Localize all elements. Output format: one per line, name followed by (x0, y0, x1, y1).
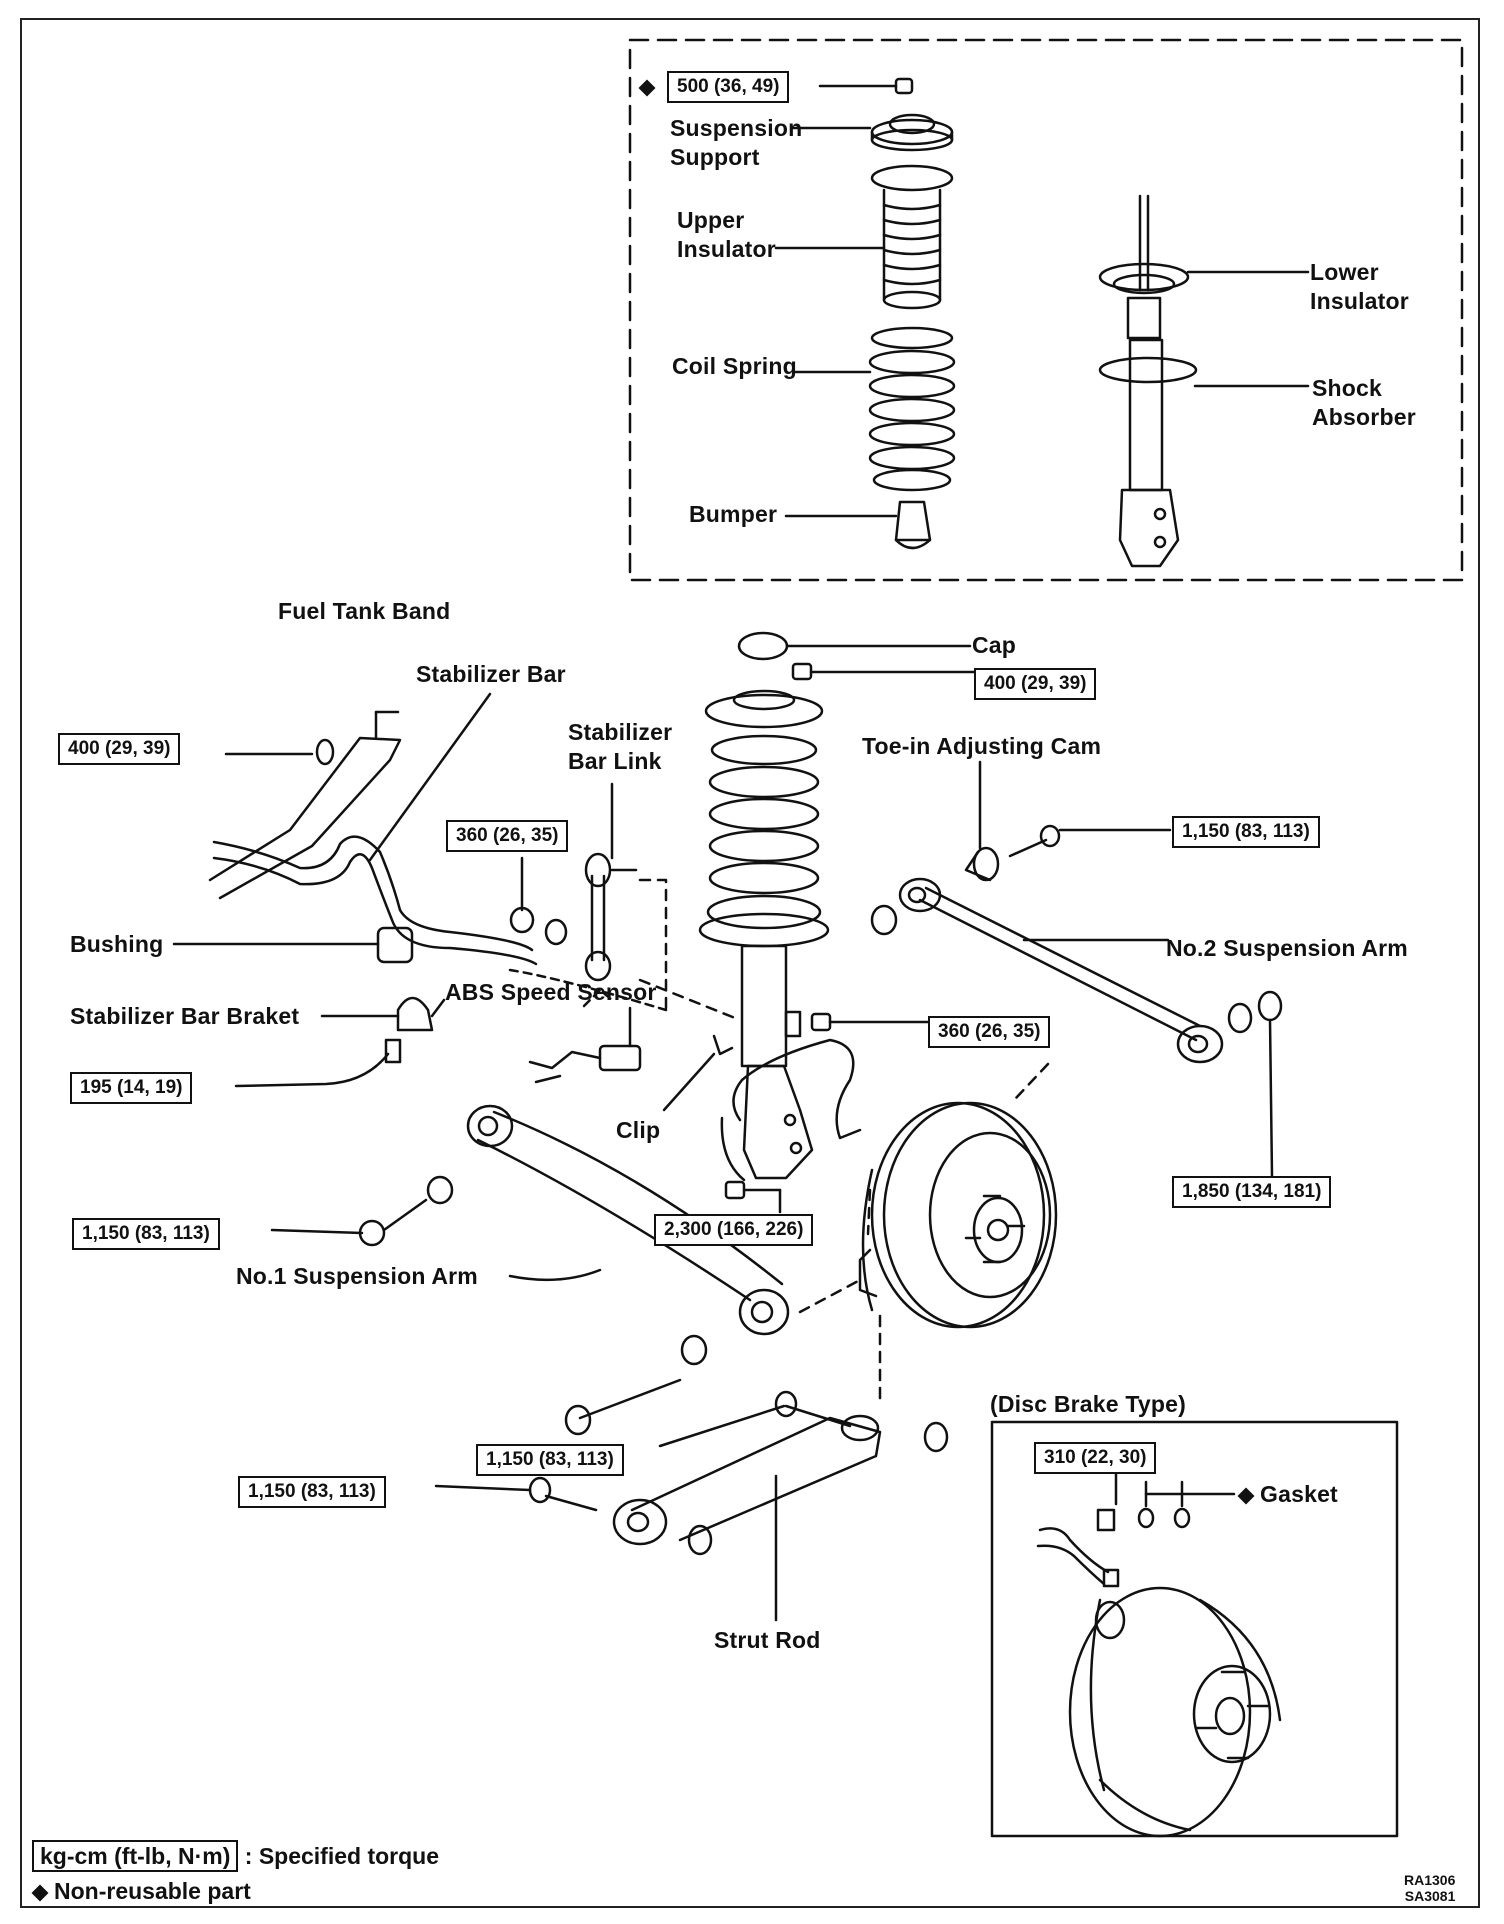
abs-sensor-part (508, 968, 668, 1084)
coil-spring-part (792, 326, 956, 492)
label-fuel-tank-band: Fuel Tank Band (278, 598, 451, 624)
label-bushing: Bushing (70, 931, 164, 957)
label-no2-suspension-arm: No.2 Suspension Arm (1166, 935, 1408, 961)
inset-top-border (628, 38, 1464, 582)
torque-no1-arm: 1,150 (83, 113) (72, 1218, 220, 1250)
torque-fuel-tank-band: 400 (29, 39) (58, 733, 181, 765)
label-shock-absorber: Shock Absorber (1312, 375, 1416, 430)
label-gasket: Gasket (1237, 1480, 1338, 1508)
label-abs-speed-sensor: ABS Speed Sensor (445, 979, 657, 1005)
lower-nut-part (724, 1180, 782, 1214)
strut-assembly-part (698, 689, 830, 1180)
label-stabilizer-bar: Stabilizer Bar (416, 661, 566, 687)
label-strut-rod: Strut Rod (714, 1627, 821, 1653)
label-toe-in-adjusting-cam: Toe-in Adjusting Cam (862, 733, 1102, 759)
bushing-part (172, 926, 414, 964)
no1-arm-part (270, 1104, 790, 1336)
torque-toe-cam: 1,150 (83, 113) (1172, 816, 1320, 848)
legend-unit-desc: : Specified torque (244, 1843, 440, 1869)
shock-absorber-part (1098, 194, 1310, 568)
bumper-part (784, 500, 932, 550)
legend-unit-box: kg-cm (ft-lb, N·m) (32, 1840, 239, 1872)
label-suspension-support: Suspension Support (670, 115, 803, 170)
label-lower-insulator: Lower Insulator (1310, 259, 1409, 314)
knuckle-nut-part (810, 1012, 930, 1032)
legend-non-reusable: Non-reusable part (31, 1876, 251, 1906)
label-no1-suspension-arm: No.1 Suspension Arm (236, 1263, 478, 1289)
non-reusable-icon (31, 1884, 49, 1902)
label-stabilizer-bar-link: Stabilizer Bar Link (568, 719, 673, 774)
brake-drum-part (858, 1101, 1058, 1329)
legend-torque: kg-cm (ft-lb, N·m) : Specified torque (32, 1840, 439, 1872)
disc-brake-part (1036, 1456, 1282, 1838)
torque-knuckle: 360 (26, 35) (928, 1016, 1051, 1048)
label-bumper: Bumper (689, 501, 778, 527)
torque-strut-rod-1: 1,150 (83, 113) (476, 1444, 624, 1476)
non-reusable-icon (1237, 1487, 1255, 1505)
strut-rod-part (434, 1334, 949, 1622)
label-stabilizer-bar-bracket: Stabilizer Bar Braket (70, 1003, 300, 1029)
torque-stab-link: 360 (26, 35) (446, 820, 569, 852)
dashed-guides (798, 1062, 1050, 1402)
label-upper-insulator: Upper Insulator (677, 207, 776, 262)
no2-arm-part (870, 877, 1283, 1064)
diagram-frame (20, 18, 1480, 1908)
nut-part (818, 77, 914, 95)
torque-disc-brake: 310 (22, 30) (1034, 1442, 1157, 1474)
inset-disc-border (990, 1420, 1399, 1838)
upper-insulator-part (774, 164, 954, 310)
abs-wire-part (720, 1038, 862, 1182)
suspension-support-part (790, 113, 954, 152)
clip-part (662, 1034, 734, 1112)
top-nut-part (791, 662, 976, 681)
torque-strut-top: 400 (29, 39) (974, 668, 1097, 700)
torque-bracket: 195 (14, 19) (70, 1072, 193, 1104)
label-disc-brake-type: (Disc Brake Type) (990, 1391, 1186, 1417)
bracket-part (234, 996, 446, 1088)
stabilizer-bar-part (208, 692, 742, 1022)
rear-nut-part (1268, 1018, 1274, 1178)
cap-part (737, 631, 972, 661)
figure-codes: RA1306 SA3081 (1404, 1872, 1456, 1904)
torque-label-suspension-nut: 500 (36, 49) (638, 71, 790, 103)
torque-strut-lower: 2,300 (166, 226) (654, 1214, 814, 1246)
label-clip: Clip (616, 1117, 661, 1143)
label-coil-spring: Coil Spring (672, 353, 797, 379)
label-cap: Cap (972, 632, 1017, 658)
toe-cam-part (964, 760, 1172, 882)
torque-no2-arm-rear: 1,850 (134, 181) (1172, 1176, 1332, 1208)
torque-strut-rod-2: 1,150 (83, 113) (238, 1476, 386, 1508)
